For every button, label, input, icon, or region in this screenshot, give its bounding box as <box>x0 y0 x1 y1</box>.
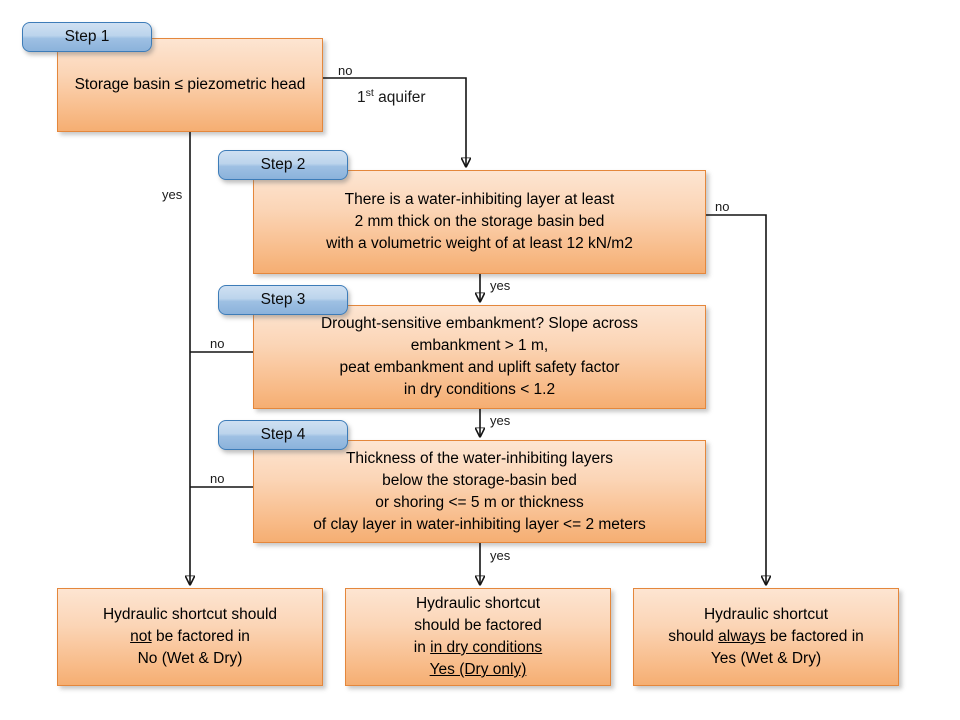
outcome-line: should be factored <box>414 617 542 634</box>
aquifer-word: aquifer <box>373 89 426 107</box>
outcome-box-no[interactable]: Hydraulic shortcut should not be factore… <box>57 588 323 686</box>
outcome-box-dry-only[interactable]: Hydraulic shortcut should be factored in… <box>345 588 611 686</box>
edge-label-step4-yes: yes <box>490 548 511 563</box>
outcome-line-prefix: in <box>413 639 431 656</box>
decision-line: Storage basin ≤ piezometric head <box>74 76 306 93</box>
outcome-line: No (Wet & Dry) <box>137 650 243 667</box>
step-badge-label: Step 1 <box>64 28 110 45</box>
step-badge-2[interactable]: Step 2 <box>218 150 348 180</box>
decision-line: of clay layer in water-inhibiting layer … <box>313 515 646 533</box>
decision-box-step1[interactable]: Storage basin ≤ piezometric head <box>57 38 323 132</box>
outcome-emphasis: in dry conditions <box>430 639 543 656</box>
outcome-emphasis: always <box>718 628 766 645</box>
decision-text-step2: There is a water-inhibiting layer at lea… <box>254 189 705 255</box>
outcome-emphasis: not <box>130 628 152 645</box>
outcome-line-suffix: be factored in <box>765 628 864 645</box>
decision-box-step4[interactable]: Thickness of the water-inhibiting layers… <box>253 440 706 543</box>
decision-line: or shoring <= 5 m or thickness <box>375 493 584 511</box>
outcome-line-rest: be factored in <box>151 628 250 645</box>
aquifer-ordinal-suffix: st <box>365 87 374 99</box>
decision-line: 2 mm thick on the storage basin bed <box>354 213 605 230</box>
outcome-line: Hydraulic shortcut should <box>102 606 278 623</box>
outcome-line-prefix: should <box>668 628 719 645</box>
step-badge-4[interactable]: Step 4 <box>218 420 348 450</box>
decision-line: Drought-sensitive embankment? Slope acro… <box>320 315 639 332</box>
edge-label-first-aquifer: 1st aquifer <box>357 87 426 107</box>
outcome-line: in in dry conditions <box>352 637 604 659</box>
edge-label-step2-no: no <box>715 199 730 214</box>
decision-line: with a volumetric weight of at least 12 … <box>326 235 633 252</box>
step-badge-label: Step 2 <box>260 156 306 173</box>
decision-box-step3[interactable]: Drought-sensitive embankment? Slope acro… <box>253 305 706 409</box>
edge-label-step1-no: no <box>338 63 353 78</box>
outcome-line: should always be factored in <box>640 626 892 648</box>
aquifer-number: 1 <box>357 89 366 107</box>
outcome-emphasis: Yes (Dry only) <box>429 661 527 678</box>
decision-line: embankment > 1 m, <box>410 337 549 354</box>
step-badge-1[interactable]: Step 1 <box>22 22 152 52</box>
outcome-line: not be factored in <box>64 626 316 648</box>
outcome-line: Hydraulic shortcut <box>703 606 829 623</box>
edge-label-step3-yes: yes <box>490 413 511 428</box>
outcome-box-always[interactable]: Hydraulic shortcut should always be fact… <box>633 588 899 686</box>
decision-line: peat embankment and uplift safety factor <box>339 359 620 376</box>
edge-label-step2-yes: yes <box>490 278 511 293</box>
outcome-text-dry-only: Hydraulic shortcut should be factored in… <box>346 593 610 681</box>
decision-text-step1: Storage basin ≤ piezometric head <box>58 74 322 96</box>
edge-label-step4-no: no <box>210 471 225 486</box>
step-badge-label: Step 4 <box>260 426 306 443</box>
outcome-text-always: Hydraulic shortcut should always be fact… <box>634 604 898 670</box>
step-badge-3[interactable]: Step 3 <box>218 285 348 315</box>
outcome-line: Yes (Dry only) <box>352 659 604 681</box>
outcome-line: Yes (Wet & Dry) <box>710 650 822 667</box>
decision-line: in dry conditions < 1.2 <box>403 381 556 398</box>
step-badge-label: Step 3 <box>260 291 306 308</box>
decision-text-step4: Thickness of the water-inhibiting layers… <box>254 448 705 536</box>
decision-text-step3: Drought-sensitive embankment? Slope acro… <box>254 313 705 401</box>
decision-line: Thickness of the water-inhibiting layers <box>345 449 614 467</box>
edge-step2-no <box>706 214 766 584</box>
outcome-line: Hydraulic shortcut <box>415 595 541 612</box>
edge-label-step3-no: no <box>210 336 225 351</box>
outcome-text-no: Hydraulic shortcut should not be factore… <box>58 604 322 670</box>
edge-label-step1-yes: yes <box>162 187 183 202</box>
decision-box-step2[interactable]: There is a water-inhibiting layer at lea… <box>253 170 706 274</box>
decision-line: below the storage-basin bed <box>382 471 577 489</box>
decision-line: There is a water-inhibiting layer at lea… <box>344 191 615 208</box>
